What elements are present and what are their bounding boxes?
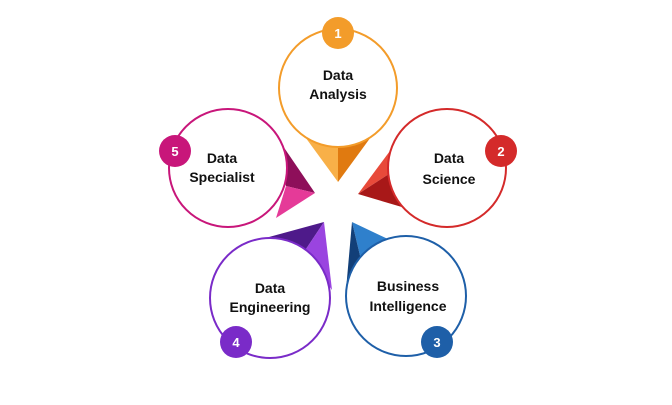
petal-5-number-badge: [159, 135, 191, 167]
petal-5-number: 5: [171, 144, 178, 159]
petal-data-science: Data Science 2: [358, 108, 517, 228]
petal-5-label-line1: Data: [207, 150, 238, 166]
petal-3-number-badge: [421, 326, 453, 358]
petal-3-tail: [352, 222, 390, 264]
petal-4-label-line2: Engineering: [230, 299, 311, 315]
petal-2-label-line1: Data: [434, 150, 465, 166]
petal-2-number: 2: [497, 144, 504, 159]
petal-data-specialist: Data Specialist 5: [159, 108, 315, 228]
petal-4-tail: [258, 222, 324, 252]
petal-2-circle: [387, 108, 507, 228]
petal-1-number: 1: [334, 26, 341, 41]
petal-4-label-line1: Data: [255, 280, 286, 296]
petal-data-analysis: Data Analysis 1: [278, 17, 398, 182]
petal-5-tail-shade: [276, 186, 315, 218]
petal-5-label-line2: Specialist: [189, 169, 255, 185]
petal-3-label-line1: Business: [377, 278, 439, 294]
petal-3-circle: [345, 235, 467, 357]
petal-4-number: 4: [232, 335, 240, 350]
petal-data-engineering: Data Engineering 4: [209, 222, 332, 359]
petal-2-label-line2: Science: [423, 171, 476, 187]
petal-4-number-badge: [220, 326, 252, 358]
petal-1-label-line1: Data: [323, 67, 354, 83]
petal-1-label-line2: Analysis: [309, 86, 367, 102]
petal-1-number-badge: [322, 17, 354, 49]
petal-2-number-badge: [485, 135, 517, 167]
petal-3-number: 3: [433, 335, 440, 350]
petal-business-intelligence: Business Intelligence 3: [345, 222, 467, 358]
petal-3-label-line2: Intelligence: [369, 298, 446, 314]
petal-5-circle: [168, 108, 288, 228]
